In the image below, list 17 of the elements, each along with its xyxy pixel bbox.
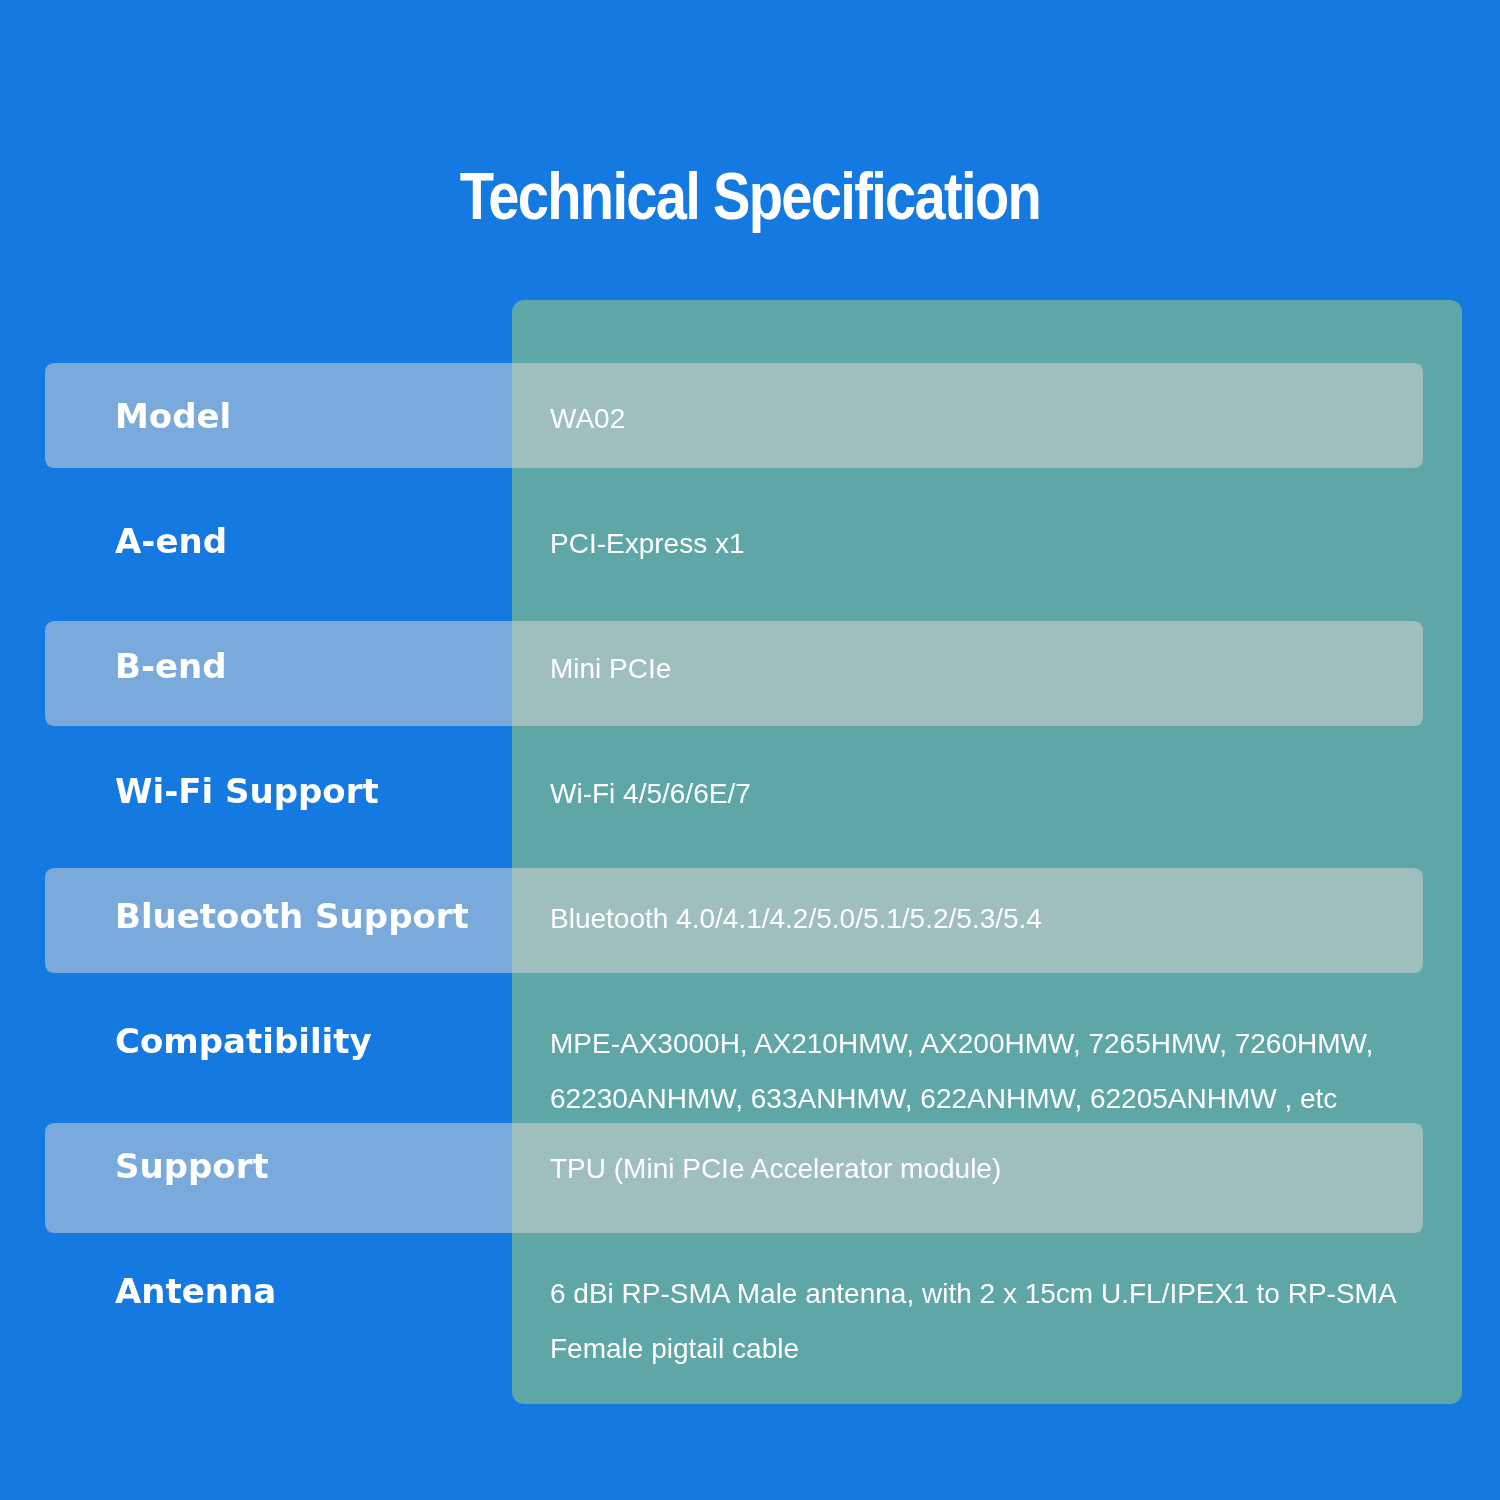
spec-name: Wi-Fi Support	[115, 771, 380, 811]
spec-value: PCI-Express x1	[550, 527, 746, 561]
spec-name: Bluetooth Support	[115, 896, 470, 936]
spec-name: B-end	[115, 646, 228, 686]
title: Technical Specification	[458, 158, 1042, 234]
spec-value: Wi-Fi 4/5/6/6E/7	[550, 777, 752, 811]
spec-value: TPU (Mini PCIe Accelerator module)	[550, 1152, 1003, 1186]
spec-name: Antenna	[115, 1271, 278, 1311]
spec-name: Compatibility	[115, 1021, 373, 1061]
spec-value: Mini PCIe	[550, 652, 673, 686]
spec-name: A-end	[115, 521, 229, 561]
spec-value: Bluetooth 4.0/4.1/4.2/5.0/5.1/5.2/5.3/5.4	[550, 902, 1043, 936]
spec-value: WA02	[550, 402, 627, 436]
spec-name: Model	[115, 396, 233, 436]
spec-name: Support	[115, 1146, 270, 1186]
spec-value: MPE-AX3000H, AX210HMW, AX200HMW, 7265HMW, 7260HMW, 62230ANHMW, 633ANHMW, 622ANHMW, 62205ANHMW , etc	[550, 1027, 1375, 1116]
spec-value: 6 dBi RP-SMA Male antenna, with 2 x 15cm U.FL/IPEX1 to RP-SMA Female pigtail cable	[550, 1277, 1397, 1366]
